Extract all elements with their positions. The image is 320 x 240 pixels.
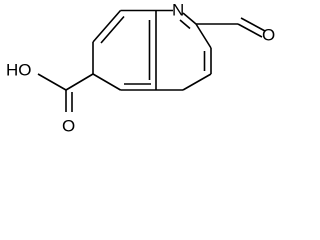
bond-c6-cooh [65,73,94,91]
bond-c5-c6 [92,73,121,91]
carbonyl-oxygen-label: O [62,117,75,136]
quinoline-structure-diagram: N O HO O [6,1,275,136]
bond-c2-c3 [195,23,212,49]
bond-n1-c2 [182,12,197,25]
bond-c4-c4a [182,73,212,91]
carboxylic-acid-group [37,73,94,112]
aldehyde-oxygen-label: O [262,26,275,45]
bond-c7-c8 [92,9,122,43]
formyl-group [196,17,266,38]
bond-c7-c8-inner [100,15,125,44]
benzene-ring [92,9,157,91]
bond-cooh-oh [37,73,67,91]
bond-cho-o-double [240,17,266,32]
bond-cho-o [237,23,263,38]
bond-n1-c2-inner [179,19,191,30]
pyridine-ring [156,9,212,91]
nitrogen-label: N [172,1,184,20]
hydroxyl-label: HO [6,61,32,80]
